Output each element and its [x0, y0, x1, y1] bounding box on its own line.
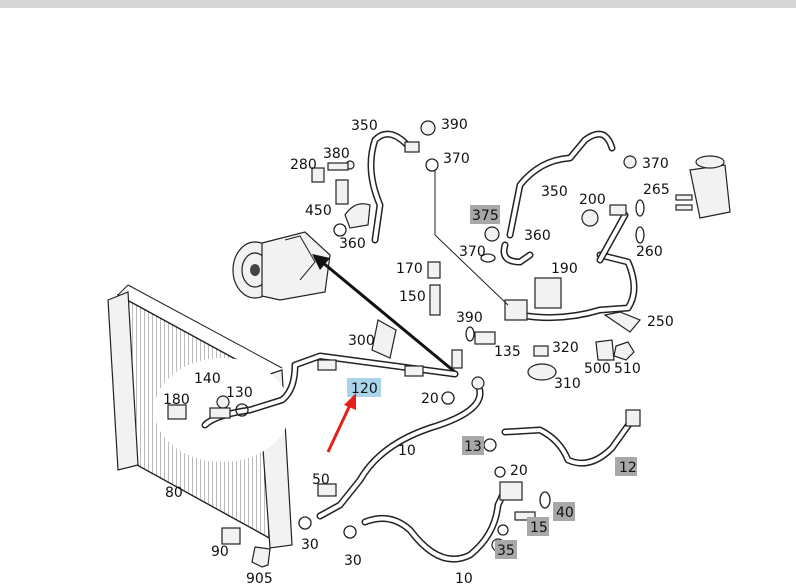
hose-12 [501, 409, 641, 467]
hose-350-left [367, 130, 420, 244]
callout-350-upper: 350 [351, 118, 378, 134]
callout-300: 300 [348, 333, 375, 349]
top-bar [0, 0, 796, 8]
callout-135: 135 [494, 344, 521, 360]
callout-13: 13 [464, 439, 482, 455]
callout-310: 310 [554, 376, 581, 392]
highlight-12 [615, 457, 637, 476]
callout-30-right: 30 [344, 553, 362, 569]
callout-510: 510 [614, 361, 641, 377]
callout-180: 180 [163, 392, 190, 408]
callout-905: 905 [246, 571, 273, 587]
callout-375: 375 [472, 208, 499, 224]
callout-140: 140 [194, 371, 221, 387]
callout-20-lower: 20 [510, 463, 528, 479]
callout-370-upper: 370 [443, 151, 470, 167]
callout-360-left: 360 [339, 236, 366, 252]
callout-10-upper: 10 [398, 443, 416, 459]
callout-200: 200 [579, 192, 606, 208]
highlight-40 [553, 502, 575, 521]
callout-170: 170 [396, 261, 423, 277]
callout-190: 190 [551, 261, 578, 277]
hose-10-lower [361, 481, 523, 563]
callout-labels: 350 390 380 370 280 450 360 370 350 200 … [163, 117, 674, 587]
callout-40: 40 [556, 505, 574, 521]
callout-380: 380 [323, 146, 350, 162]
callout-250: 250 [647, 314, 674, 330]
callout-30-left: 30 [301, 537, 319, 553]
callout-390-upper: 390 [441, 117, 468, 133]
callout-350-right: 350 [541, 184, 568, 200]
callout-370-right: 370 [642, 156, 669, 172]
callout-120: 120 [351, 381, 378, 397]
callout-500: 500 [584, 361, 611, 377]
callout-260: 260 [636, 244, 663, 260]
callout-280: 280 [290, 157, 317, 173]
callout-150: 150 [399, 289, 426, 305]
callout-130: 130 [226, 385, 253, 401]
highlight-13 [462, 436, 484, 455]
callout-360-right: 360 [524, 228, 551, 244]
callout-450: 450 [305, 203, 332, 219]
callout-390-mid: 390 [456, 310, 483, 326]
callout-50: 50 [312, 472, 330, 488]
highlight-375 [470, 205, 500, 224]
compressor-part [232, 231, 331, 301]
hose-assembly-right [434, 130, 638, 322]
callout-10-lower: 10 [455, 571, 473, 587]
expansion-valve-part [675, 155, 731, 219]
red-arrow [326, 393, 356, 453]
callout-15: 15 [530, 520, 548, 536]
callout-20-upper: 20 [421, 391, 439, 407]
callout-90: 90 [211, 544, 229, 560]
callout-265: 265 [643, 182, 670, 198]
callout-35: 35 [497, 543, 515, 559]
callout-320: 320 [552, 340, 579, 356]
callout-370-mid: 370 [459, 244, 486, 260]
callout-80: 80 [165, 485, 183, 501]
compressor-pointer [312, 254, 456, 374]
highlight-35 [495, 540, 517, 559]
hose-10-upper [316, 376, 485, 520]
highlight-120 [347, 378, 381, 397]
callout-12: 12 [619, 460, 637, 476]
highlight-15 [527, 517, 549, 536]
